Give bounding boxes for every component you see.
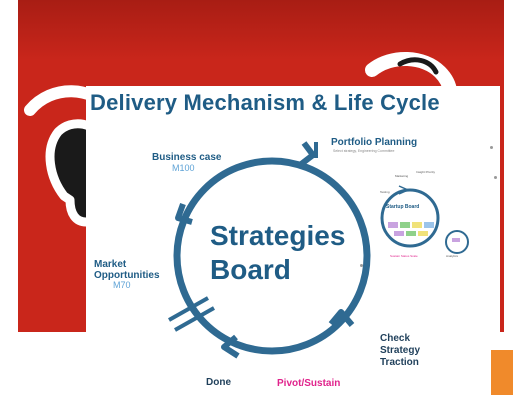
stage-portfolio-planning: Portfolio Planning: [331, 137, 418, 148]
orange-tab: [491, 350, 513, 395]
mini-note-1: Marketing: [395, 174, 409, 178]
mini-note-5: Analytics: [446, 254, 459, 258]
mini-arrow-icon: [398, 185, 410, 195]
mini-card-5: [394, 231, 404, 236]
mini-card-1: [388, 222, 398, 228]
mini-card-7: [418, 231, 428, 236]
gray-dot-2: [494, 176, 497, 179]
slide-title: Delivery Mechanism & Life Cycle: [90, 90, 440, 115]
red-background-shade: [18, 0, 504, 60]
stage-done: Done: [206, 377, 231, 388]
cycle-ring: [173, 157, 371, 355]
arrow-left-icon: [175, 202, 193, 225]
mini-diagram-title: Startup Board: [386, 204, 420, 210]
arrow-bottom-left-icon: [221, 334, 240, 359]
slide-panel: [86, 86, 500, 373]
stage-pivot-sustain: Pivot/Sustain: [277, 378, 341, 389]
mini-note-4: Sustain Status Scale: [390, 254, 418, 258]
mini-card-4: [424, 222, 434, 228]
gray-dot-3: [360, 264, 363, 267]
center-label-line2: Board: [210, 254, 291, 285]
arrow-top-right-icon: [298, 141, 316, 168]
stage-portfolio-note: Select strategy, Engineering Committee: [333, 149, 395, 153]
mini-card-3: [412, 222, 422, 228]
stage-market-opportunities-sub: M70: [113, 280, 131, 290]
arrow-bottom-right-icon: [328, 309, 355, 327]
gray-dot-1: [490, 146, 493, 149]
mini-subcycle-ring: [445, 230, 469, 254]
stage-market-opportunities: Market Opportunities: [94, 259, 160, 281]
mini-card-2: [400, 222, 410, 228]
center-label: Strategies Board: [210, 219, 360, 287]
mini-sub-card: [452, 238, 460, 242]
break-line-1: [168, 296, 209, 322]
stage-business-case: Business case: [152, 152, 222, 163]
mini-note-2: Insight Priority: [416, 170, 436, 174]
mini-cycle-ring: [380, 188, 440, 248]
stage-check-strategy-traction: Check Strategy Traction: [380, 333, 421, 368]
center-label-line1: Strategies: [210, 220, 346, 251]
stage-business-case-sub: M100: [172, 163, 195, 173]
mini-note-3: Testing: [380, 190, 390, 194]
mini-card-6: [406, 231, 416, 236]
break-line-2: [174, 306, 215, 332]
